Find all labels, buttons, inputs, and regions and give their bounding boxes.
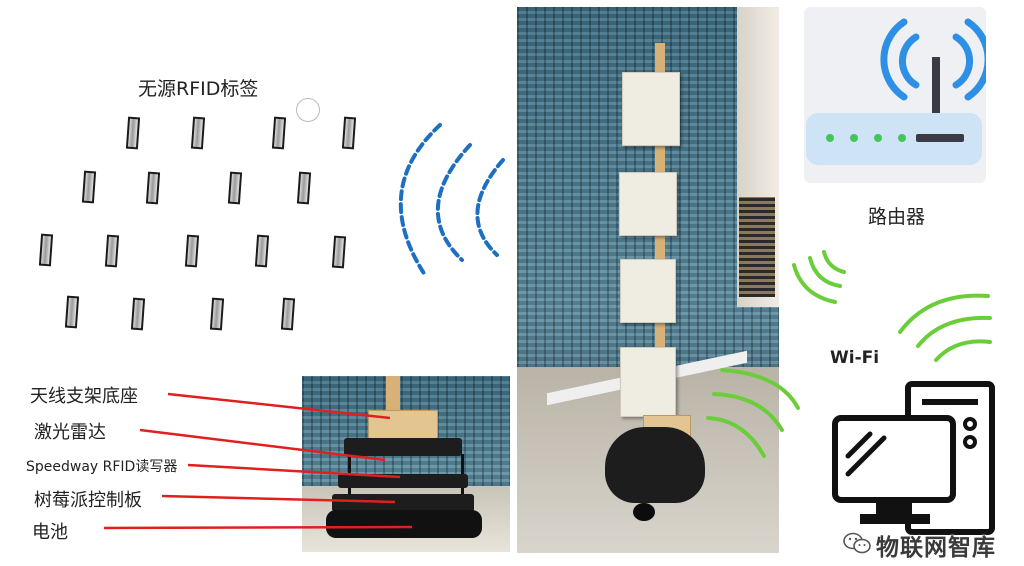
router-led bbox=[850, 134, 858, 142]
antenna-panel-2 bbox=[619, 172, 677, 236]
router-led bbox=[826, 134, 834, 142]
router-led bbox=[898, 134, 906, 142]
monitor bbox=[832, 415, 956, 503]
signal-arc-middle bbox=[435, 143, 472, 262]
pointer-antenna-base bbox=[167, 392, 391, 420]
router-wave-left-outer bbox=[880, 18, 908, 101]
rfid-tag-icon bbox=[296, 171, 312, 205]
desktop-computer-icon bbox=[832, 381, 995, 535]
wifi-signal-waves-right bbox=[898, 293, 992, 362]
rfid-tag-icon bbox=[254, 234, 270, 268]
router-wave-left-inner bbox=[898, 33, 920, 89]
rfid-tag-icon bbox=[280, 297, 296, 331]
label-antenna-base: 天线支架底座 bbox=[30, 386, 138, 407]
wechat-icon bbox=[843, 532, 871, 554]
label-lidar: 激光雷达 bbox=[34, 422, 106, 443]
monitor-base bbox=[860, 514, 930, 524]
rfid-tag-icon bbox=[145, 171, 161, 205]
robot-upper-plate bbox=[344, 438, 462, 456]
signal-arc-outer bbox=[398, 123, 442, 277]
router-body bbox=[806, 113, 982, 165]
robot-wheels bbox=[326, 510, 482, 538]
rfid-tag-icon bbox=[81, 170, 97, 204]
robot-base-stack bbox=[605, 427, 705, 503]
router-label: 路由器 bbox=[868, 206, 926, 228]
antenna-panel-1 bbox=[622, 72, 680, 146]
antenna-panel-3 bbox=[620, 259, 676, 323]
pointer-battery bbox=[103, 525, 413, 530]
rfid-tag-icon bbox=[184, 234, 200, 268]
rfid-tag-icon bbox=[64, 295, 80, 329]
pointer-reader bbox=[187, 463, 401, 479]
wifi-label: Wi-Fi bbox=[830, 348, 880, 368]
robot-wheel bbox=[633, 503, 655, 521]
rfid-tag-icon bbox=[38, 233, 54, 267]
rfid-tag-icon bbox=[227, 171, 243, 205]
antenna-mount-post bbox=[386, 376, 400, 412]
rfid-tag-icon bbox=[331, 235, 347, 269]
tower-button bbox=[963, 435, 977, 449]
router-port bbox=[916, 134, 964, 142]
equipment-rack bbox=[739, 197, 775, 297]
label-raspberry: 树莓派控制板 bbox=[34, 490, 142, 511]
monitor-stand bbox=[876, 500, 912, 516]
rfid-tag-icon bbox=[104, 234, 120, 268]
rfid-tag-icon bbox=[271, 116, 287, 150]
rfid-tag-icon bbox=[125, 116, 141, 150]
label-battery: 电池 bbox=[32, 522, 68, 543]
wifi-signal-waves-lower bbox=[706, 368, 800, 458]
rfid-tag-icon bbox=[341, 116, 357, 150]
label-reader: Speedway RFID读写器 bbox=[26, 459, 178, 475]
robot-middle-plate bbox=[338, 474, 468, 488]
rfid-signal-waves bbox=[398, 123, 505, 277]
router-icon bbox=[804, 7, 992, 183]
router-antenna bbox=[932, 57, 940, 115]
robot-closeup-photo bbox=[302, 376, 510, 552]
signal-arc-inner bbox=[475, 158, 505, 257]
pointer-lidar bbox=[139, 428, 386, 462]
anechoic-chamber-photo bbox=[517, 7, 779, 553]
tower-button bbox=[963, 417, 977, 431]
marker-circle bbox=[296, 98, 320, 122]
robot-lower-plate bbox=[332, 494, 474, 512]
rfid-tags-label: 无源RFID标签 bbox=[138, 78, 259, 100]
antenna-panel-4 bbox=[620, 347, 676, 417]
rfid-tag-icon bbox=[209, 297, 225, 331]
component-pointer-lines bbox=[103, 392, 413, 530]
pointer-raspberry bbox=[161, 494, 396, 504]
wifi-signal-waves-upper bbox=[792, 250, 846, 304]
rfid-tag-icon bbox=[190, 116, 206, 150]
watermark-text: 物联网智库 bbox=[876, 535, 996, 561]
rfid-tag-icon bbox=[130, 297, 146, 331]
antenna-mount-block bbox=[368, 410, 438, 442]
router-wave-right-inner bbox=[952, 33, 974, 89]
router-led bbox=[874, 134, 882, 142]
